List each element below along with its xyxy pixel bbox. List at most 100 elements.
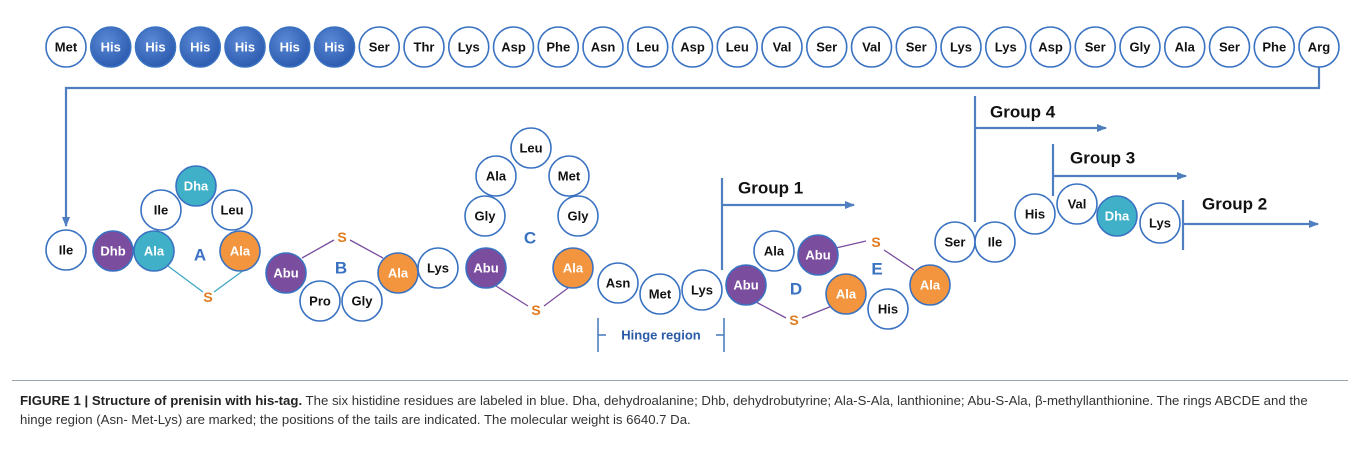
ring-label-d: D	[790, 280, 802, 299]
ring-d-bridge-left	[755, 301, 787, 319]
top-residue-17-val: Val	[773, 40, 792, 55]
top-residue-12-phe: Phe	[546, 40, 570, 55]
residue-23-abu: Abu	[733, 278, 758, 293]
top-residue-26-ala: Ala	[1175, 40, 1196, 55]
residue-21-met: Met	[649, 287, 672, 302]
top-residue-15-asp-circle	[671, 26, 714, 68]
residue-17-met: Met	[558, 169, 581, 184]
residue-34-lys: Lys	[1149, 216, 1171, 231]
residue-22-lys-circle	[681, 269, 723, 311]
residue-21-met-circle	[639, 273, 681, 315]
group-label-3: Group 3	[1070, 149, 1135, 168]
ring-b-bridge-left	[301, 239, 335, 259]
top-residue-7-his-circle	[313, 26, 356, 68]
top-residue-16-leu: Leu	[726, 40, 749, 55]
residue-30-ile-circle	[974, 221, 1016, 263]
residue-28-ala: Ala	[920, 278, 941, 293]
caption-body: The six histidine residues are labeled i…	[20, 393, 1308, 427]
residue-8-abu: Abu	[273, 266, 298, 281]
top-residue-18-ser-circle	[805, 26, 848, 68]
top-residue-25-gly: Gly	[1130, 40, 1152, 55]
ring-b-sulfur: S	[337, 229, 346, 245]
top-residue-3-his: His	[145, 40, 165, 55]
residue-29-ser: Ser	[945, 235, 966, 250]
residue-4-dha: Dha	[184, 179, 209, 194]
residue-27-his: His	[878, 302, 898, 317]
top-residue-12-phe-circle	[537, 26, 580, 68]
top-residue-9-thr-circle	[403, 26, 445, 68]
residue-6-leu-circle	[211, 189, 253, 231]
residue-12-lys: Lys	[427, 261, 449, 276]
residue-28-ala-circle	[909, 264, 951, 306]
top-residue-5-his-circle	[224, 26, 266, 68]
residue-26-ala: Ala	[836, 287, 857, 302]
top-residue-20-ser-circle	[895, 26, 938, 68]
top-residue-26-ala-circle	[1163, 26, 1206, 68]
hinge-region-label: Hinge region	[621, 328, 701, 343]
top-residue-13-asn: Asn	[591, 40, 616, 55]
residue-32-val: Val	[1068, 197, 1087, 212]
residue-7-ala: Ala	[230, 244, 251, 259]
figure-caption: FIGURE 1 | Structure of prenisin with hi…	[20, 392, 1340, 429]
residue-15-ala-circle	[475, 155, 517, 197]
residue-30-ile: Ile	[988, 235, 1002, 250]
top-residue-14-leu: Leu	[636, 40, 659, 55]
residue-17-met-circle	[548, 155, 590, 197]
residue-4-dha-circle	[175, 165, 217, 207]
top-residue-21-lys-circle	[940, 26, 982, 68]
residue-26-ala-circle	[825, 273, 867, 315]
group-4-arrow	[973, 96, 1107, 222]
top-residue-28-phe: Phe	[1262, 40, 1286, 55]
top-residue-17-val-circle	[761, 26, 803, 68]
group-label-4: Group 4	[990, 103, 1056, 122]
residue-7-ala-circle	[219, 230, 261, 272]
ring-e-bridge-right	[883, 249, 915, 271]
residue-23-abu-circle	[725, 264, 767, 306]
top-residue-29-arg-circle	[1298, 26, 1340, 68]
top-residue-4-his-circle	[179, 26, 222, 68]
top-residue-28-phe-circle	[1253, 26, 1296, 68]
top-residue-10-lys-circle	[447, 26, 490, 68]
ring-d-sulfur: S	[789, 312, 798, 328]
residue-11-ala: Ala	[388, 266, 409, 281]
ring-label-e: E	[871, 260, 882, 279]
residue-33-dha-circle	[1096, 195, 1138, 237]
top-residue-8-ser-circle	[358, 26, 401, 68]
residue-15-ala: Ala	[486, 169, 507, 184]
residue-3-ala-circle	[133, 230, 175, 272]
top-residue-8-ser: Ser	[369, 40, 390, 55]
ring-a-bridge-left	[167, 265, 204, 293]
ring-label-b: B	[335, 259, 347, 278]
top-residue-10-lys: Lys	[458, 40, 480, 55]
ring-c-bridge-right	[543, 287, 569, 307]
top-residue-29-arg: Arg	[1308, 40, 1330, 55]
top-residue-18-ser: Ser	[816, 40, 837, 55]
top-residue-27-ser-circle	[1208, 26, 1251, 68]
residue-27-his-circle	[867, 288, 909, 330]
residue-18-gly-circle	[557, 195, 599, 237]
residue-16-leu-circle	[510, 127, 552, 169]
ring-c-bridge-left	[495, 285, 529, 307]
top-residue-7-his: His	[324, 40, 344, 55]
ring-a-bridge-right	[213, 269, 245, 293]
top-residue-16-leu-circle	[716, 26, 759, 68]
top-residue-19-val: Val	[862, 40, 881, 55]
residue-14-gly-circle	[464, 195, 506, 237]
top-residue-22-lys-circle	[984, 26, 1027, 68]
top-residue-22-lys: Lys	[995, 40, 1017, 55]
residue-22-lys: Lys	[691, 283, 713, 298]
residue-34-lys-circle	[1139, 202, 1181, 244]
top-residue-1-met: Met	[55, 40, 78, 55]
residue-25-abu: Abu	[805, 248, 830, 263]
residue-8-abu-circle	[265, 252, 307, 294]
residue-3-ala: Ala	[144, 244, 165, 259]
residue-20-asn-circle	[597, 262, 639, 304]
ring-label-a: A	[194, 246, 206, 265]
residue-9-pro-circle	[299, 280, 341, 322]
residue-12-lys-circle	[417, 247, 459, 289]
residue-10-gly: Gly	[352, 294, 374, 309]
top-residue-24-ser: Ser	[1085, 40, 1106, 55]
residue-13-abu: Abu	[473, 261, 498, 276]
residue-5-ile: Ile	[154, 203, 168, 218]
